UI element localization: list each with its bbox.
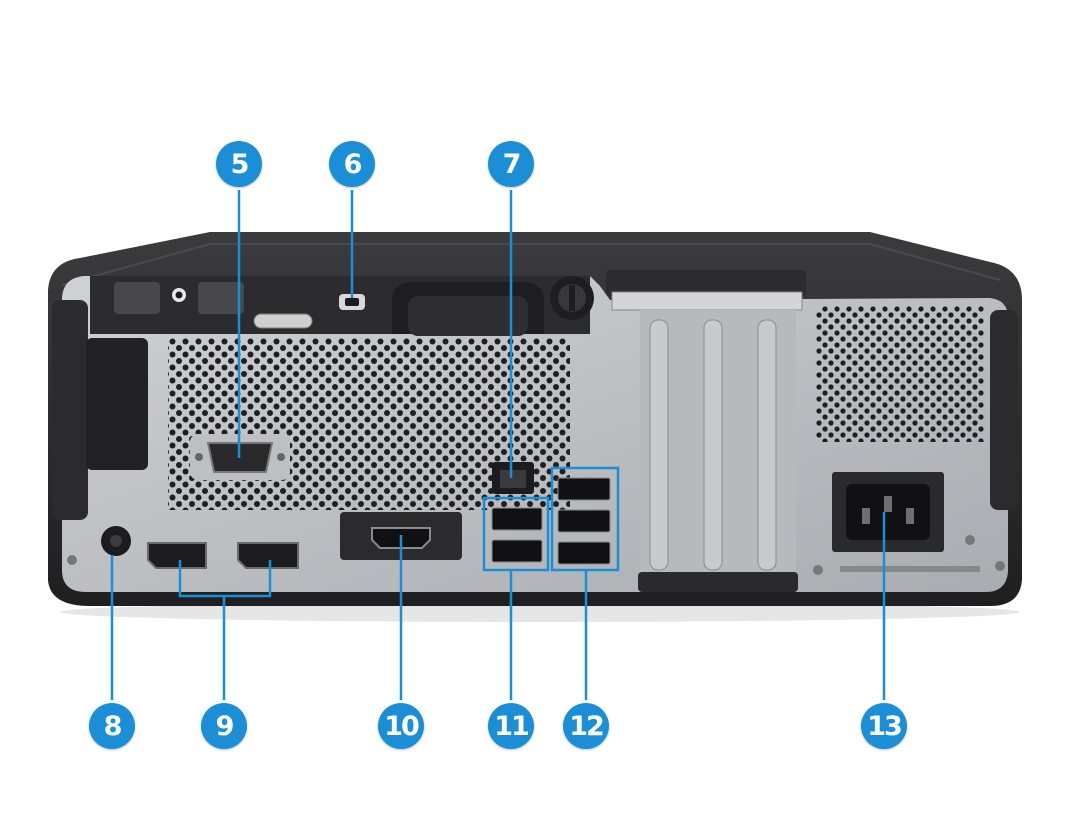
callout-10: 10 <box>378 703 424 749</box>
callout-12: 12 <box>563 703 609 749</box>
callout-6: 6 <box>329 141 375 187</box>
callout-13: 13 <box>861 703 907 749</box>
callout-11: 11 <box>488 703 534 749</box>
callout-8: 8 <box>89 703 135 749</box>
usb-ports-left <box>491 507 543 563</box>
displayport-connectors <box>147 542 299 569</box>
callout-9: 9 <box>201 703 247 749</box>
power-connector-dc <box>101 526 131 556</box>
expansion-slots <box>606 270 806 592</box>
rj45-network-jack <box>492 462 534 494</box>
callout-5: 5 <box>216 141 262 187</box>
psu-vent-grille <box>816 306 984 442</box>
callout-7: 7 <box>488 141 534 187</box>
left-latch-block <box>86 338 148 470</box>
top-row <box>90 276 594 336</box>
ac-power-connector <box>832 472 980 572</box>
usb-ports-right <box>557 477 611 565</box>
floor-shadow <box>60 602 1020 622</box>
leader-lines <box>110 190 886 700</box>
